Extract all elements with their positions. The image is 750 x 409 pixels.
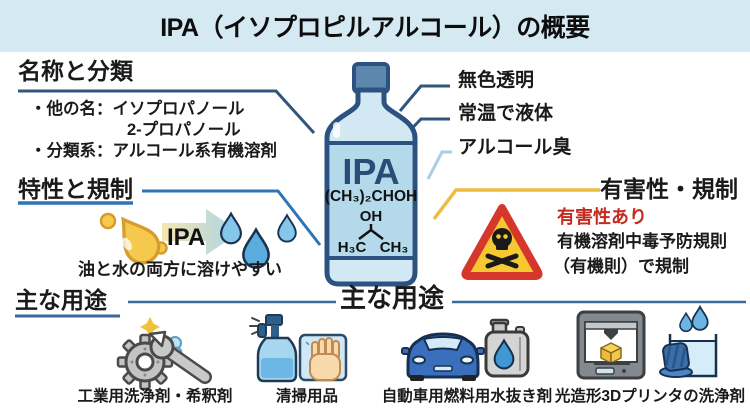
uses-heading-center: 主な用途 bbox=[340, 283, 445, 313]
hand-icon bbox=[309, 337, 341, 381]
hazard-line2: （有機則）で規制 bbox=[553, 257, 689, 276]
use-caption-3dprinter: 光造形3Dプリンタの洗浄剤 bbox=[554, 388, 746, 405]
trait3-connector-line bbox=[426, 150, 452, 180]
connector-lines bbox=[15, 84, 746, 318]
properties-heading: 特性と規制 bbox=[18, 176, 133, 202]
industrial-cleaner-icon bbox=[116, 317, 212, 391]
spray-bottle-icon bbox=[256, 314, 298, 383]
naming-alias-line: ・他の名：イソプロパノール bbox=[30, 100, 245, 118]
car-icon bbox=[401, 332, 485, 381]
water-drop-icon bbox=[679, 312, 693, 333]
hazard-connector-line bbox=[432, 188, 600, 221]
solubility-caption: 油と水の両方に溶けやすい bbox=[78, 260, 282, 279]
water-drop-icon bbox=[277, 214, 297, 243]
printer-icon bbox=[576, 310, 646, 380]
fuel-can-icon bbox=[484, 318, 530, 378]
bottle-name-text: IPA bbox=[342, 151, 399, 192]
naming-heading: 名称と分類 bbox=[18, 58, 133, 84]
bottle-formula-text: (CH₃)₂CHOH bbox=[325, 188, 417, 205]
page-title: IPA（イソプロピルアルコール）の概要 bbox=[160, 14, 590, 42]
ipa-bottle-illustration: IPA (CH₃)₂CHOH OH H₃C CH₃ bbox=[324, 62, 418, 287]
wash-vat-icon bbox=[659, 305, 718, 378]
use-caption-cleaning: 清掃用品 bbox=[275, 388, 338, 405]
car-fuel-icon bbox=[401, 318, 530, 381]
oil-water-solubility-graphic: IPA bbox=[99, 208, 297, 272]
hazard-line1: 有機溶剤中毒予防規則 bbox=[557, 232, 727, 251]
properties-connector-line bbox=[142, 189, 322, 246]
bottle-methyl-right-text: CH₃ bbox=[380, 239, 409, 256]
trait1-connector-line bbox=[398, 84, 450, 112]
trait-liquid: 常温で液体 bbox=[458, 103, 554, 124]
printed-cube-icon bbox=[600, 342, 622, 364]
naming-class-line: ・分類系：アルコール系有機溶剤 bbox=[30, 142, 278, 160]
printed-part-icon bbox=[659, 342, 693, 378]
cleaning-supplies-icon bbox=[249, 314, 348, 383]
printer-wash-icon bbox=[576, 305, 718, 380]
naming-connector-line bbox=[18, 89, 316, 135]
hazard-warning-icon bbox=[461, 204, 543, 280]
hazard-alert-text: 有害性あり bbox=[557, 207, 647, 227]
wrench-icon bbox=[148, 330, 212, 384]
use-caption-industrial: 工業用洗浄剤・希釈剤 bbox=[77, 388, 233, 405]
water-drop-icon bbox=[220, 212, 242, 245]
bottle-bond-lines bbox=[358, 224, 384, 240]
oil-bubble-icon bbox=[99, 212, 117, 230]
trait-odor: アルコール臭 bbox=[458, 137, 572, 158]
trait-colorless: 無色透明 bbox=[458, 70, 535, 91]
naming-alias-line2: 2-プロパノール bbox=[127, 121, 241, 139]
uses-heading-left: 主な用途 bbox=[15, 287, 107, 313]
use-caption-automotive: 自動車用燃料用水抜き剤 bbox=[381, 388, 553, 405]
arrow-ipa-label: IPA bbox=[167, 224, 205, 251]
ipa-arrow-icon bbox=[162, 209, 240, 255]
water-drop-icon bbox=[691, 305, 709, 331]
bottle-methyl-left-text: H₃C bbox=[338, 239, 367, 256]
hazard-heading: 有害性・規制 bbox=[600, 176, 738, 202]
sparkle-icon bbox=[140, 317, 160, 337]
bottle-hydroxyl-text: OH bbox=[360, 208, 383, 225]
header-band: IPA（イソプロピルアルコール）の概要 bbox=[0, 0, 750, 52]
bottle-label-area bbox=[330, 143, 412, 258]
